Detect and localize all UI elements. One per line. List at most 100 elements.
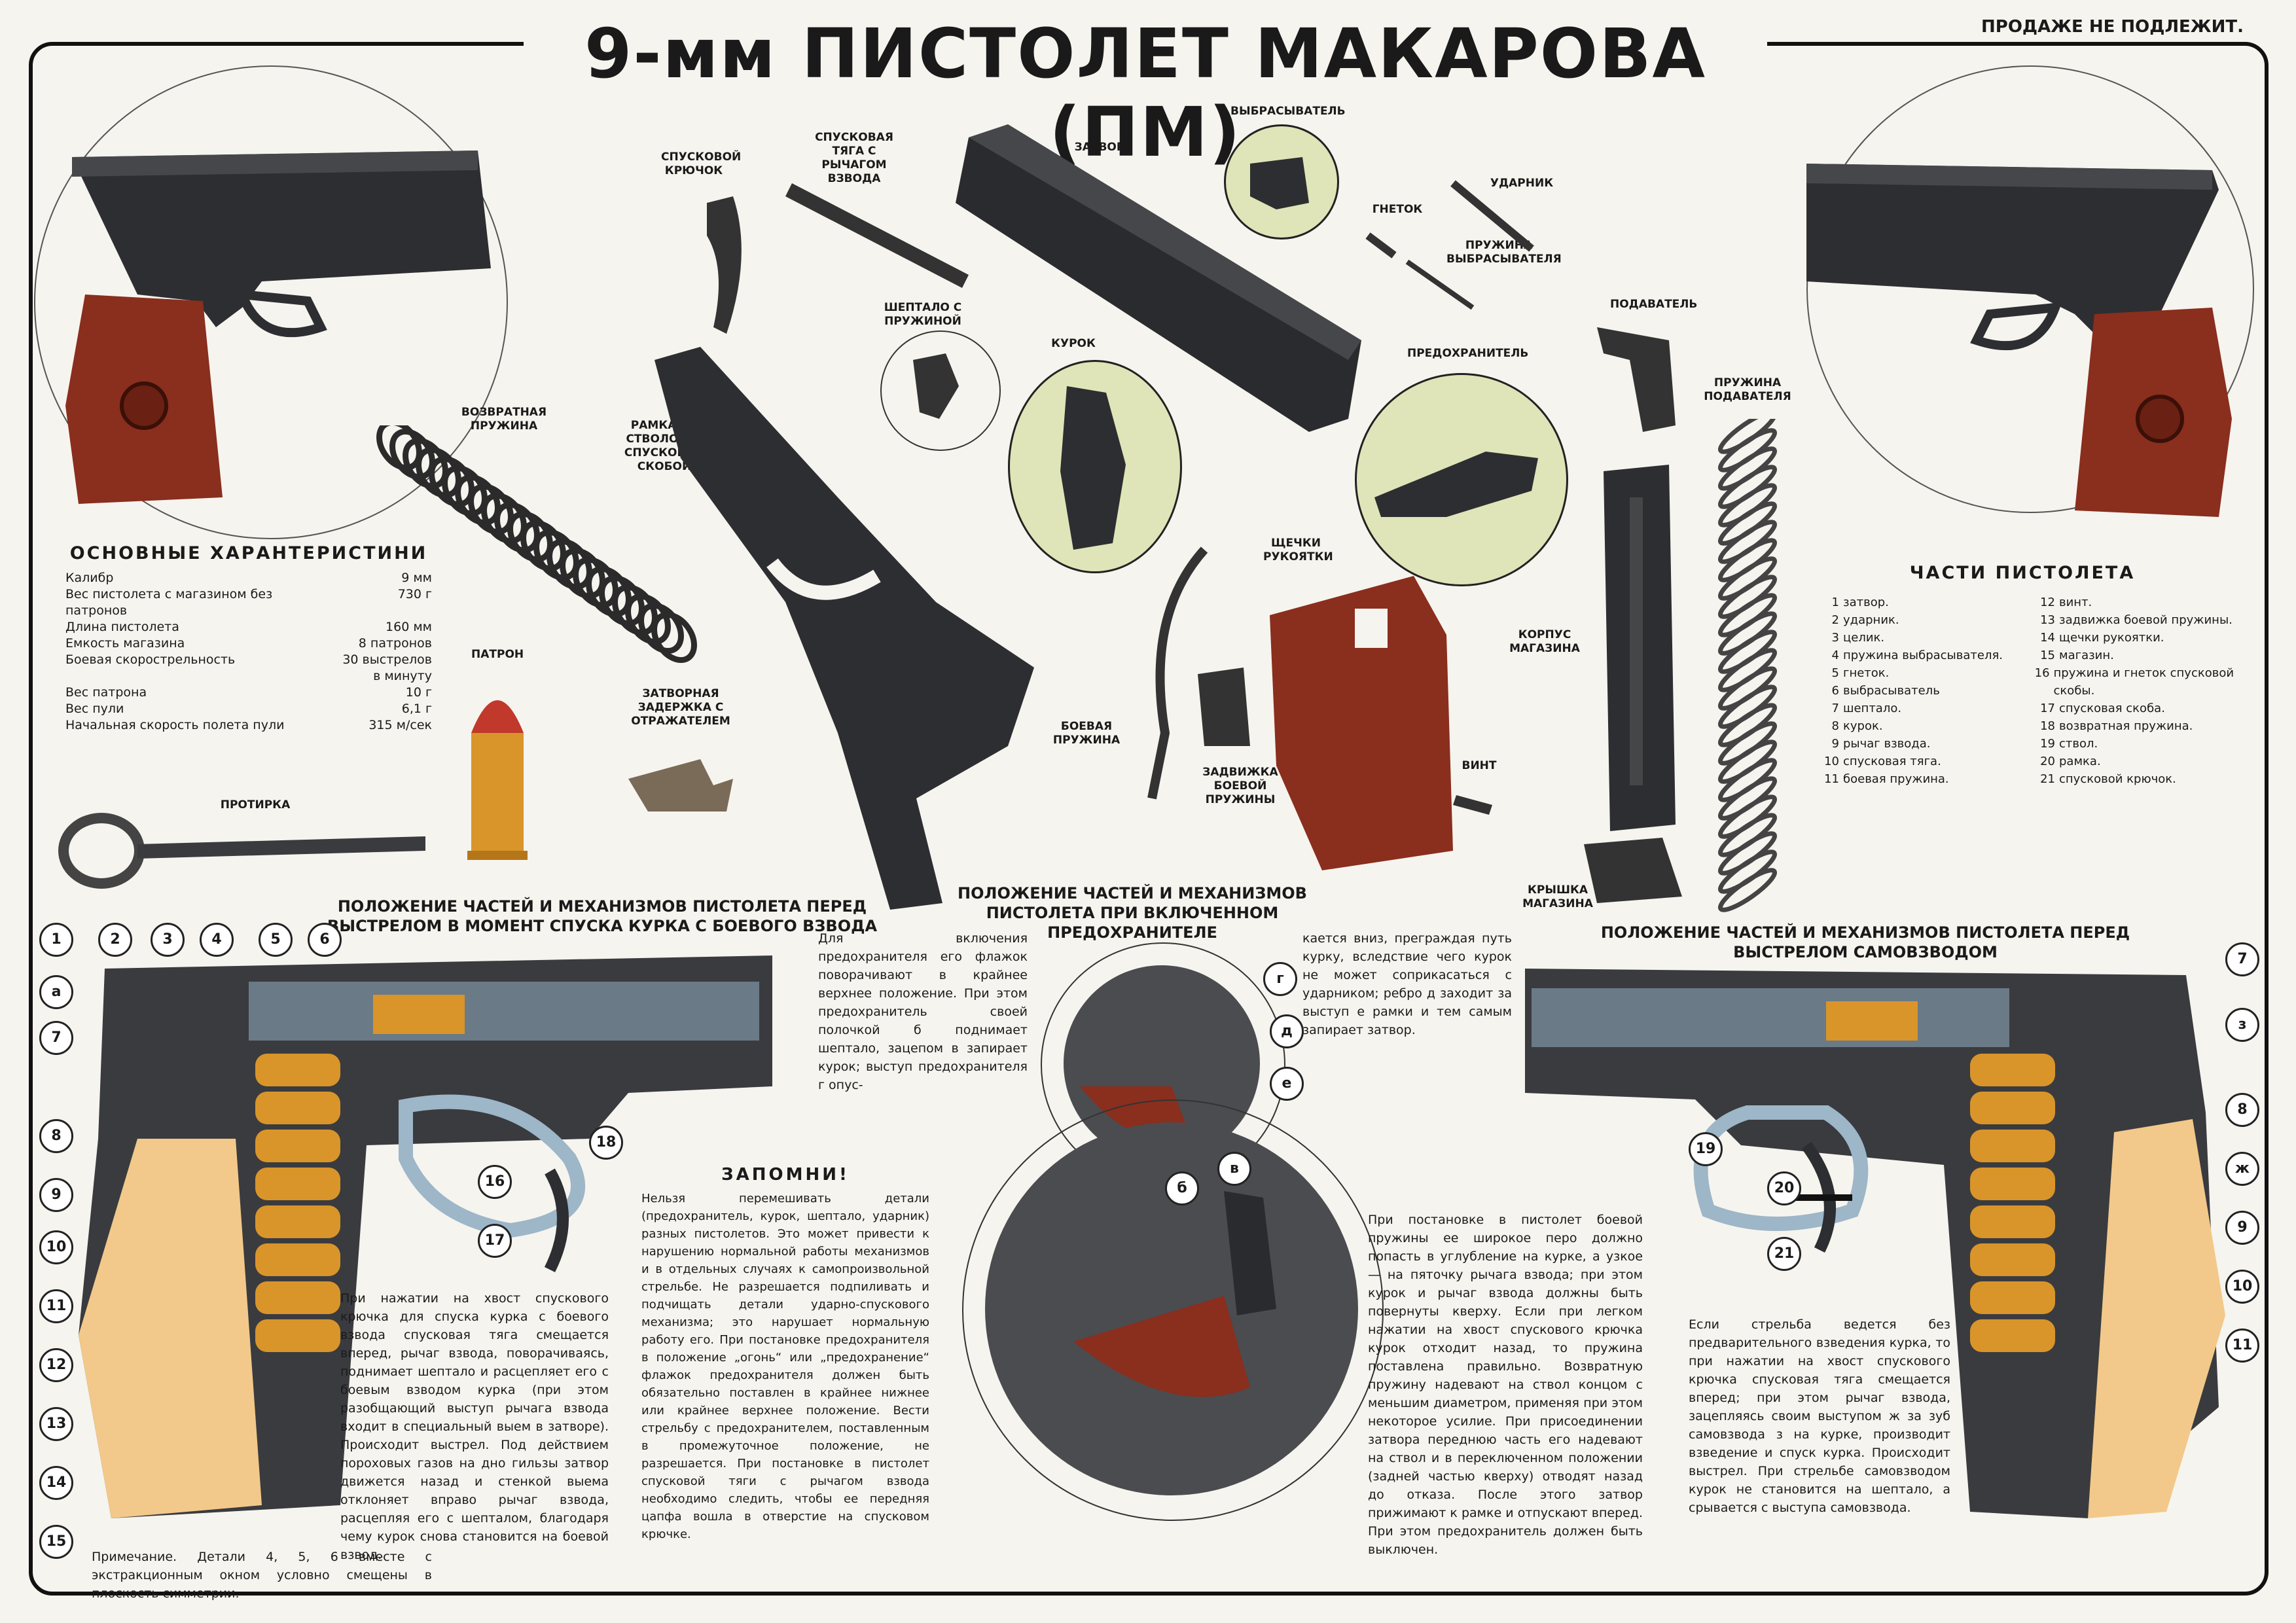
callout-marker: 20 — [1767, 1171, 1801, 1205]
screw-image — [1453, 795, 1492, 815]
part-name: спусковой крючок. — [2059, 772, 2176, 786]
label-grips: ЩЕЧКИ РУКОЯТКИ — [1263, 537, 1333, 563]
part-name: гнеток. — [1843, 666, 1890, 680]
cartridge-in-magazine — [1970, 1281, 2055, 1314]
callout-marker: 15 — [39, 1525, 73, 1559]
callout-marker: 14 — [39, 1466, 73, 1500]
slide-stop-image — [628, 759, 733, 812]
label-mainspring: БОЕВАЯ ПРУЖИНА — [1052, 720, 1121, 747]
cartridge-in-magazine — [255, 1205, 340, 1238]
cartridge-in-magazine — [1970, 1054, 2055, 1086]
spec-name: Вес пистолета с магазином без патронов — [65, 587, 273, 618]
part-number: 3 — [1831, 631, 1839, 645]
callout-marker: в — [1217, 1152, 1251, 1186]
part-row: 1 затвор. — [1793, 594, 2009, 611]
part-name: шептало. — [1843, 702, 1902, 715]
part-number: 19 — [2040, 737, 2055, 751]
part-number: 15 — [2040, 649, 2055, 662]
spec-name: Калибр — [65, 571, 114, 585]
follower-image — [1597, 327, 1676, 432]
callout-marker: 5 — [259, 923, 293, 957]
part-name: рычаг взвода. — [1843, 737, 1931, 751]
note-text: Примечание. Детали 4, 5, 6 вместе с экст… — [92, 1550, 432, 1601]
spec-value: 10 г — [405, 685, 432, 700]
part-number: 1 — [1831, 596, 1839, 609]
pistol-right-circle — [1806, 65, 2254, 513]
label-trigger-bar: СПУСКОВАЯ ТЯГА С РЫЧАГОМ ВЗВОДА — [815, 131, 893, 185]
label-follower-spring: ПРУЖИНА ПОДАВАТЕЛЯ — [1704, 376, 1791, 403]
cartridge-in-magazine — [1970, 1092, 2055, 1124]
part-number: 14 — [2040, 631, 2055, 645]
cleaning-rod-image — [58, 813, 425, 889]
part-number: 16 — [2034, 666, 2050, 680]
label-safety: ПРЕДОХРАНИТЕЛЬ — [1407, 347, 1529, 360]
part-number: 21 — [2040, 772, 2055, 786]
callout-marker: б — [1165, 1171, 1199, 1205]
label-screw: ВИНТ — [1462, 759, 1497, 772]
spec-row: Вес пистолета с магазином без патронов 73… — [65, 586, 432, 619]
part-name: боевая пружина. — [1843, 772, 1949, 786]
part-number: 2 — [1831, 613, 1839, 627]
cutaway-left-image — [79, 955, 772, 1518]
part-name: затвор. — [1843, 596, 1889, 609]
pistol-left-circle — [34, 65, 508, 539]
part-name: пружина выбрасывателя. — [1843, 649, 2003, 662]
cartridge-in-magazine — [1970, 1168, 2055, 1200]
callout-marker: 2 — [98, 923, 132, 957]
part-name: выбрасыватель — [1843, 684, 1940, 698]
section-center-heading: ПОЛОЖЕНИЕ ЧАСТЕЙ И МЕХАНИЗМОВ ПИСТОЛЕТА … — [958, 884, 1307, 942]
spec-value: 730 г — [397, 587, 432, 601]
spec-name: Емкость магазина — [65, 636, 185, 651]
spec-value: 6,1 г — [401, 702, 432, 716]
right-body-text: Если стрельба ведется без предварительно… — [1689, 1317, 1950, 1515]
mag-floor-image — [1584, 838, 1682, 903]
label-trigger: СПУСКОВОЙ КРЮЧОК — [661, 151, 742, 177]
spring-coil — [1717, 868, 1778, 912]
extractor-circle — [1224, 124, 1339, 240]
slide-image — [956, 124, 1361, 432]
sear-circle — [880, 330, 1001, 451]
spring-coil — [1717, 419, 1778, 454]
frame-barrel-image — [655, 347, 1034, 910]
spec-value: 8 патронов — [358, 636, 432, 651]
callout-marker: 12 — [39, 1348, 73, 1382]
mainspring-latch-image — [1198, 668, 1250, 746]
grips-image — [1270, 576, 1453, 870]
safety-text-a: Для включения предохранителя его флажок … — [818, 931, 1028, 1092]
cartridge-in-magazine — [255, 1130, 340, 1162]
part-name: курок. — [1843, 719, 1883, 733]
callout-marker: 16 — [478, 1165, 512, 1199]
mainspring-text: При постановке в пистолет боевой пружины… — [1368, 1213, 1643, 1557]
part-number: 12 — [2040, 596, 2055, 609]
callout-marker: 13 — [39, 1407, 73, 1441]
part-number: 11 — [1824, 772, 1839, 786]
safety-image — [1374, 452, 1538, 517]
mainspring-image — [1147, 546, 1208, 800]
part-name: возвратная пружина. — [2059, 719, 2193, 733]
cartridge-in-magazine — [1970, 1205, 2055, 1238]
part-number: 17 — [2040, 702, 2055, 715]
label-recoil-spring: ВОЗВРАТНАЯ ПРУЖИНА — [461, 406, 547, 433]
callout-marker: 8 — [39, 1119, 73, 1153]
part-row: 21 спусковой крючок. — [2009, 770, 2251, 788]
spec-value: 30 выстрелов в минуту — [342, 652, 432, 683]
callout-marker: 11 — [39, 1289, 73, 1323]
mag-body-image — [1604, 465, 1676, 831]
spec-name: Длина пистолета — [65, 620, 179, 634]
sale-note: ПРОДАЖЕ НЕ ПОДЛЕЖИТ. — [1981, 17, 2244, 37]
label-extractor-spring: ПРУЖИНА ВЫБРАСЫВАТЕЛЯ — [1446, 239, 1562, 266]
label-mainspring-latch: ЗАДВИЖКА БОЕВОЙ ПРУЖИНЫ — [1202, 766, 1278, 806]
part-name: пружина и гнеток спусковой скобы. — [2053, 666, 2234, 698]
cartridge-in-magazine — [255, 1054, 340, 1086]
